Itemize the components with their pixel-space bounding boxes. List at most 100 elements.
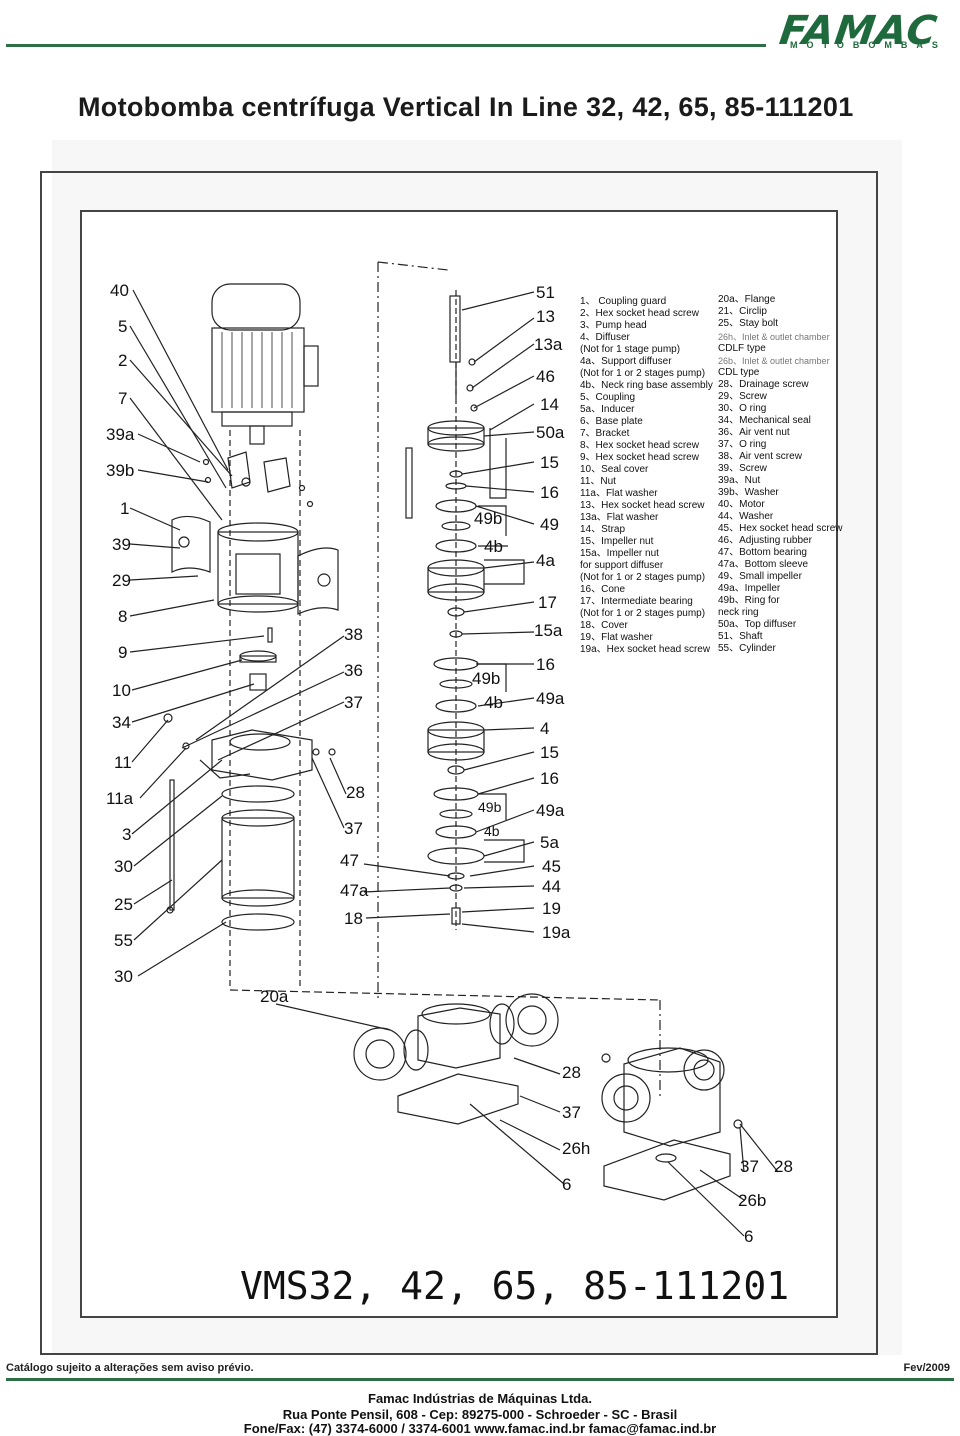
footer-rule [6, 1378, 954, 1381]
drawing-outer-frame [40, 171, 878, 1355]
callout-label: 19a [542, 923, 571, 942]
legend-item: 5a、Inducer [580, 404, 635, 415]
legend-item: 19、Flat washer [580, 632, 653, 643]
callout-label: 26h [562, 1139, 591, 1158]
legend-item: 1、 Coupling guard [580, 296, 667, 307]
legend-item: CDLF type [718, 343, 766, 354]
callout-label: 6 [562, 1175, 572, 1194]
callout-label: 15a [534, 621, 563, 640]
callout-label: 40 [110, 281, 129, 300]
callout-label: 28 [562, 1063, 581, 1082]
header-rule [6, 44, 766, 47]
callout-label: 5a [540, 833, 559, 852]
legend-item: 11a、Flat washer [580, 488, 658, 499]
legend-item: (Not for 1 or 2 stages pump) [580, 572, 706, 583]
callout-label: 37 [562, 1103, 581, 1122]
page-title: Motobomba centrífuga Vertical In Line 32… [78, 92, 854, 122]
legend-item: 49a、Impeller [718, 583, 781, 594]
callout-label: 11a [106, 789, 134, 808]
legend-item: for support diffuser [580, 560, 664, 571]
model-number: VMS32, 42, 65, 85-111201 [240, 1264, 790, 1308]
callout-label: 18 [344, 909, 363, 928]
legend-item: 14、Strap [580, 524, 626, 535]
callout-label: 8 [118, 607, 128, 626]
callout-label: 46 [536, 367, 555, 386]
legend-item: 49b、Ring for [718, 595, 780, 606]
callout-label: 16 [540, 483, 559, 502]
callout-label: 37 [740, 1157, 759, 1176]
legend-item: 26b、Inlet & outlet chamber [718, 356, 830, 366]
legend-item: 37、O ring [718, 439, 767, 450]
callout-label: 20a [260, 987, 289, 1006]
disclaimer-text: Catálogo sujeito a alterações sem aviso … [6, 1362, 254, 1374]
callout-label: 4b [484, 693, 503, 712]
callout-label: 3 [122, 825, 132, 844]
callout-label: 39 [112, 535, 131, 554]
callout-label: 47a [340, 881, 369, 900]
company-name: Famac Indústrias de Máquinas Ltda. [368, 1391, 592, 1406]
legend-item: 11、Nut [580, 476, 616, 487]
legend-item: 38、Air vent screw [718, 451, 802, 462]
legend-item: 4a、Support diffuser [580, 356, 672, 367]
legend-item: 40、Motor [718, 499, 765, 510]
legend-item: 2、Hex socket head screw [580, 308, 699, 319]
legend-item: 50a、Top diffuser [718, 619, 797, 630]
legend-item: (Not for 1 or 2 stages pump) [580, 608, 706, 619]
callout-label: 49b [474, 509, 503, 528]
brand-subtitle: MOTOBOMBAS [790, 40, 947, 50]
callout-label: 50a [536, 423, 565, 442]
callout-label: 28 [346, 783, 365, 802]
drawing-inner-frame [80, 210, 838, 1318]
legend-item: 20a、Flange [718, 294, 776, 305]
legend-item: 21、Circlip [718, 306, 767, 317]
callout-label: 30 [114, 967, 133, 986]
callout-label: 5 [118, 317, 128, 336]
callout-label: 7 [118, 389, 128, 408]
callout-label: 38 [344, 625, 363, 644]
callout-label: 49 [540, 515, 559, 534]
legend-item: 45、Hex socket head screw [718, 523, 843, 534]
legend-item: 3、Pump head [580, 320, 647, 331]
legend-item: 51、Shaft [718, 631, 763, 642]
legend-item: 9、Hex socket head screw [580, 452, 699, 463]
legend-item: 15a、Impeller nut [580, 548, 659, 559]
legend-item: 8、Hex socket head screw [580, 440, 699, 451]
legend-item: 39、Screw [718, 463, 767, 474]
callout-label: 2 [118, 351, 128, 370]
legend-item: 34、Mechanical seal [718, 415, 811, 426]
callout-label: 55 [114, 931, 133, 950]
legend-item: 16、Cone [580, 584, 626, 595]
catalog-date: Fev/2009 [903, 1362, 950, 1374]
callout-label: 16 [540, 769, 559, 788]
legend-item: 47、Bottom bearing [718, 547, 807, 558]
callout-label: 6 [744, 1227, 754, 1246]
callout-label: 37 [344, 693, 363, 712]
callout-label: 13a [534, 335, 563, 354]
callout-label: 49b [478, 799, 502, 815]
legend-item: 25、Stay bolt [718, 318, 779, 329]
callout-label: 4b [484, 537, 503, 556]
legend-item: CDL type [718, 367, 760, 378]
callout-label: 4 [540, 719, 550, 738]
callout-label: 49b [472, 669, 501, 688]
legend-item: 6、Base plate [580, 416, 643, 427]
callout-label: 37 [344, 819, 363, 838]
callout-label: 39b [106, 461, 135, 480]
callout-label: 51 [536, 283, 555, 302]
callout-label: 17 [538, 593, 557, 612]
legend-item: 7、Bracket [580, 428, 630, 439]
legend-item: 13a、Flat washer [580, 512, 659, 523]
callout-label: 4a [536, 551, 555, 570]
callout-label: 39a [106, 425, 135, 444]
legend-item: 36、Air vent nut [718, 427, 790, 438]
callout-label: 9 [118, 643, 128, 662]
legend-item: 4b、Neck ring base assembly [580, 380, 713, 391]
callout-label: 44 [542, 877, 561, 896]
legend-item: 39b、Washer [718, 487, 779, 498]
legend-item: 28、Drainage screw [718, 379, 809, 390]
callout-label: 28 [774, 1157, 793, 1176]
callout-label: 4b [484, 823, 500, 839]
callout-label: 13 [536, 307, 555, 326]
callout-label: 25 [114, 895, 133, 914]
